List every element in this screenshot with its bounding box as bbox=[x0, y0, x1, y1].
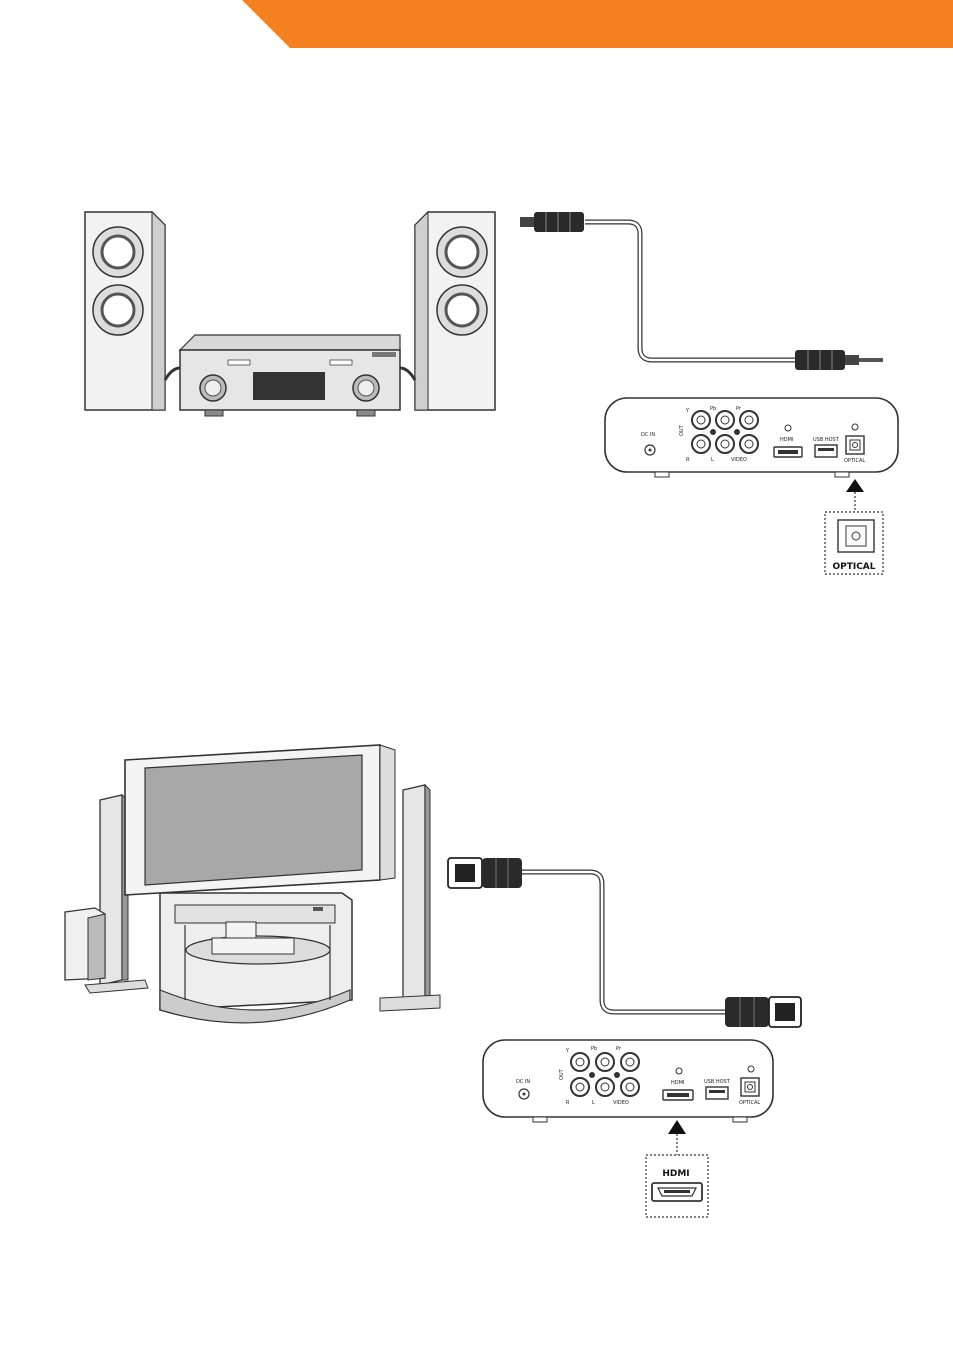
hdmi-cable bbox=[448, 858, 801, 1027]
audio-video-ports bbox=[692, 435, 758, 453]
header-banner bbox=[0, 0, 953, 50]
speaker-wire-right bbox=[400, 368, 415, 380]
optical-callout-label: OPTICAL bbox=[832, 562, 875, 572]
hdmi-plug-bottom bbox=[725, 997, 801, 1027]
hdmi-callout: HDMI bbox=[646, 1120, 708, 1217]
tv-stand bbox=[160, 893, 352, 1023]
speaker-wire-left bbox=[165, 368, 180, 380]
hdmi-port-label: HDMI bbox=[780, 437, 793, 443]
optical-port-label: OPTICAL bbox=[844, 458, 865, 464]
optical-callout: OPTICAL bbox=[825, 479, 883, 574]
dc-in-label: DC IN bbox=[516, 1079, 530, 1085]
hdmi-callout-label: HDMI bbox=[662, 1169, 689, 1179]
usb-host-label: USB HOST bbox=[704, 1079, 731, 1085]
media-player-rear-panel: DC IN Y Pb Pr OUT R L VIDEO HDMI bbox=[605, 398, 898, 477]
media-player-rear-panel: DC IN Y Pb Pr OUT R L VIDEO HDMI bbox=[483, 1040, 773, 1122]
up-arrow-icon bbox=[846, 479, 864, 492]
dvd-player bbox=[212, 938, 294, 954]
video-label: VIDEO bbox=[613, 1100, 629, 1106]
hdmi-port-label: HDMI bbox=[671, 1080, 684, 1086]
video-label: VIDEO bbox=[731, 457, 747, 463]
r-label: R bbox=[566, 1100, 570, 1106]
audio-video-ports bbox=[571, 1078, 639, 1096]
subwoofer bbox=[65, 908, 105, 980]
optical-cable bbox=[520, 212, 883, 370]
pb-label: Pb bbox=[710, 406, 716, 412]
hdmi-plug-top bbox=[448, 858, 522, 888]
left-speaker bbox=[85, 212, 165, 410]
hdmi-connection-diagram: DC IN Y Pb Pr OUT R L VIDEO HDMI bbox=[0, 735, 953, 1235]
out-label: OUT bbox=[559, 1068, 565, 1080]
dc-in-label: DC IN bbox=[641, 432, 655, 438]
l-label: L bbox=[711, 457, 714, 463]
r-label: R bbox=[686, 457, 690, 463]
out-label: OUT bbox=[679, 424, 685, 436]
audio-receiver bbox=[180, 335, 400, 416]
optical-port-label: OPTICAL bbox=[739, 1100, 760, 1106]
l-label: L bbox=[592, 1100, 595, 1106]
pb-label: Pb bbox=[591, 1046, 597, 1052]
usb-host-port: USB HOST bbox=[704, 1079, 731, 1099]
usb-host-port: USB HOST bbox=[813, 437, 840, 457]
header-accent-shape bbox=[242, 0, 953, 48]
right-speaker bbox=[415, 212, 495, 410]
flat-screen-tv bbox=[125, 745, 395, 895]
usb-host-label: USB HOST bbox=[813, 437, 840, 443]
up-arrow-icon bbox=[668, 1120, 686, 1134]
optical-plug-top bbox=[520, 217, 534, 227]
optical-connection-diagram: DC IN Y Pb Pr OUT R L VIDEO HDMI bbox=[0, 190, 953, 590]
